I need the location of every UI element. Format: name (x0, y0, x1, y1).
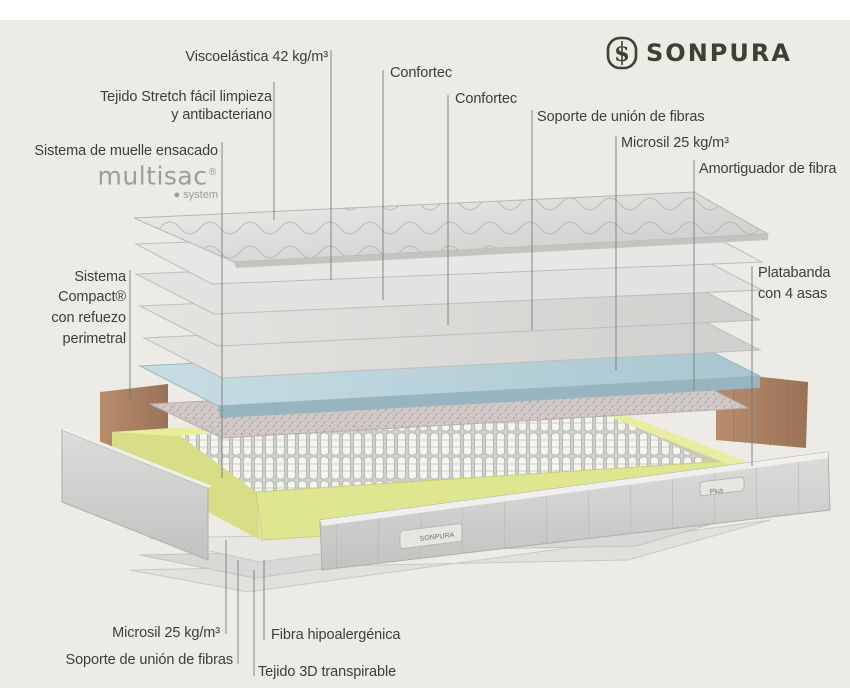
multisac-logo: multisac® ● system (98, 160, 218, 201)
label-tejido-stretch-2: y antibacteriano (171, 106, 272, 124)
label-microsil-top: Microsil 25 kg/m³ (621, 134, 729, 152)
label-confortec-1: Confortec (390, 64, 452, 82)
label-tejido-3d: Tejido 3D transpirable (258, 663, 396, 681)
sonpura-s-logo-icon: S (606, 36, 638, 70)
label-compact-4: perimetral (63, 330, 126, 348)
multisac-mark: ® (208, 167, 219, 178)
label-amortiguador: Amortiguador de fibra (699, 160, 836, 178)
label-sistema-muelle: Sistema de muelle ensacado (34, 142, 218, 160)
brand-logo: S SONPURA (606, 36, 792, 70)
label-soporte-top: Soporte de unión de fibras (537, 108, 705, 126)
label-compact-3: con refuezo (51, 309, 126, 327)
label-microsil-bottom: Microsil 25 kg/m³ (112, 624, 220, 642)
label-platabanda-1: Platabanda (758, 264, 830, 282)
brand-name: SONPURA (646, 39, 792, 67)
label-soporte-bottom: Soporte de unión de fibras (66, 651, 234, 669)
multisac-dot-icon: ● (173, 189, 183, 201)
label-confortec-2: Confortec (455, 90, 517, 108)
label-tejido-stretch-1: Tejido Stretch fácil limpieza (100, 88, 272, 106)
multisac-name: multisac (98, 161, 208, 190)
label-compact-1: Sistema (74, 268, 126, 286)
label-platabanda-2: con 4 asas (758, 285, 827, 303)
label-viscoelastica: Viscoelástica 42 kg/m³ (185, 48, 328, 66)
multisac-sub: system (183, 189, 218, 201)
label-fibra: Fibra hipoalergénica (271, 626, 400, 644)
label-compact-2: Compact® (58, 288, 126, 306)
